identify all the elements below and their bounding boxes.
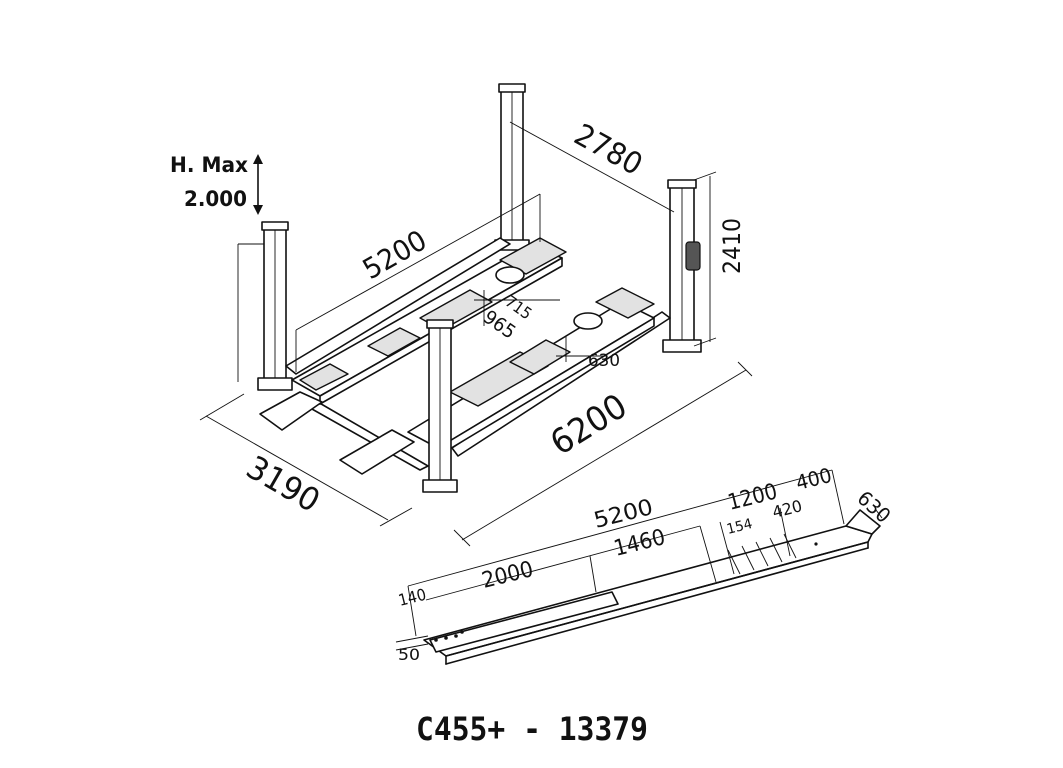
column-far-right — [662, 179, 702, 353]
runway-plate — [595, 287, 655, 319]
ramp-right — [339, 429, 415, 475]
runway-plate — [299, 363, 349, 391]
runway-plate — [509, 339, 571, 375]
turntable-icon — [573, 312, 603, 330]
lift-isometric-view — [257, 83, 702, 493]
dim-runway-width: 630 — [588, 351, 620, 371]
detail-dim-ramp-height: 140 — [396, 585, 428, 610]
column-back-right — [494, 83, 530, 251]
dim-total-length: 6200 — [544, 386, 635, 463]
runway-right — [407, 287, 655, 457]
runway-detail-plate — [429, 591, 619, 653]
motor-unit-icon — [685, 241, 701, 271]
runway-detail-end — [845, 509, 881, 535]
dim-between-columns: 2780 — [568, 117, 648, 183]
max-height-arrow-icon — [253, 154, 263, 215]
column-left — [257, 221, 293, 391]
dim-runway-length: 5200 — [357, 223, 432, 286]
max-height-label: H. Max — [170, 153, 248, 177]
runway-plate — [367, 327, 421, 357]
dim-total-width: 3190 — [240, 448, 327, 520]
dimension-lines — [199, 121, 753, 547]
runway-detail-view — [395, 469, 883, 665]
ramp-left — [259, 391, 323, 431]
model-title: C455+ - 13379 — [416, 710, 648, 748]
column-front — [422, 319, 458, 493]
dim-column-height: 2410 — [718, 218, 746, 274]
detail-dim-thickness: 50 — [398, 645, 420, 664]
detail-dim-400: 400 — [793, 463, 834, 495]
cross-beam-back — [285, 237, 511, 375]
max-height-value: 2.000 — [184, 187, 247, 211]
detail-dim-1460: 1460 — [611, 525, 668, 562]
detail-dim-154: 154 — [725, 516, 754, 538]
turntable-icon — [495, 266, 525, 284]
detail-dim-2000: 2000 — [479, 557, 536, 594]
